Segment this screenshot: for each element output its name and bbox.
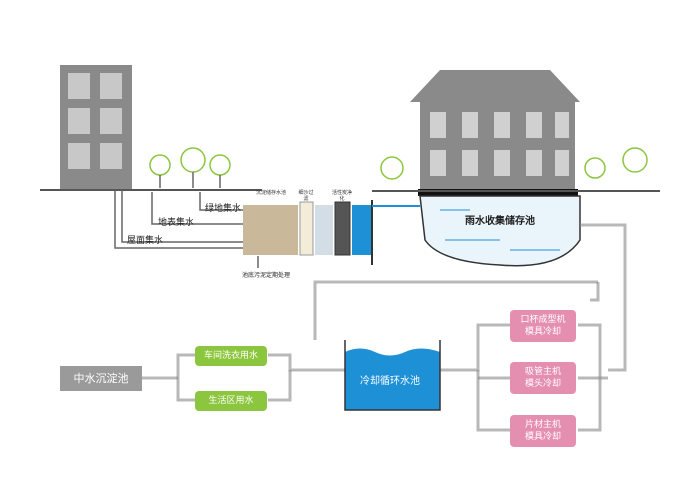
cup-forming-machine: 口杯成型机 模具冷却: [510, 310, 576, 342]
rain-tank-shape: [419, 195, 581, 267]
pipe-label-roof: 屋面集水: [127, 236, 164, 246]
tank-label-settling: 沉淀储存水池: [256, 190, 287, 196]
tank-label-sand: 细沙过滤: [298, 190, 314, 202]
workshop-laundry-water: 车间洗衣用水: [195, 346, 267, 366]
trees-right: [380, 147, 648, 180]
cooling-pool: [344, 340, 441, 411]
collection-pipes: [114, 190, 259, 268]
living-area-water: 生活区用水: [195, 391, 267, 411]
trees-left: [149, 147, 231, 188]
straw-machine: 吸管主机 模头冷却: [510, 362, 576, 394]
cooling-pool-label: 冷却循环水池: [360, 376, 420, 387]
left-building: [60, 65, 132, 190]
pipe-label-green: 绿地集水: [205, 204, 242, 214]
rain-tank-label: 雨水收集储存池: [465, 216, 535, 227]
pipe-label-surface: 地表集水: [158, 218, 195, 228]
treatment-tanks: [243, 200, 420, 265]
tank-label-carbon: 活性炭净化: [332, 190, 353, 202]
circulation-pipes: [142, 223, 627, 432]
sheet-machine: 片材主机 模具冷却: [510, 415, 576, 447]
sludge-label: 池底污泥定期处理: [242, 272, 291, 279]
settling-pool: 中水沉淀池: [60, 366, 142, 391]
right-building: [410, 70, 580, 196]
